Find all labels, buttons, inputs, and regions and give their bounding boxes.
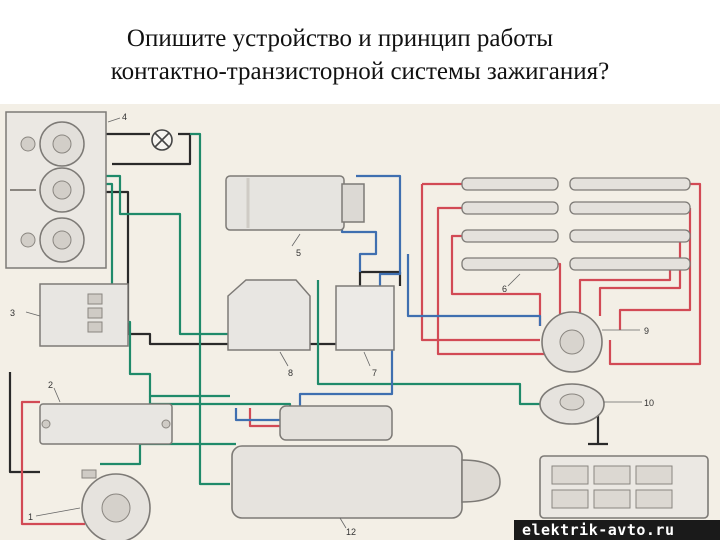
watermark-text: elektrik-avto.ru	[522, 521, 675, 539]
wire-green	[100, 174, 230, 336]
wire-red	[248, 408, 280, 428]
label-9: 9	[644, 326, 649, 336]
title-line-1: Опишите устройство и принцип работы	[126, 25, 554, 52]
wire-green	[190, 132, 230, 486]
wire-red	[436, 206, 556, 356]
gauge-bottom	[20, 217, 85, 263]
wire-red	[608, 182, 702, 366]
ignition-wiring-diagram: 4 3 5 8 7 6 9 10 2 1 12 elektrik-avto.ru	[0, 104, 720, 540]
wire-blue	[406, 254, 542, 326]
generator	[81, 469, 151, 540]
wire-green	[100, 442, 236, 466]
title-line-2: контактно-транзисторной системы зажигани…	[110, 58, 610, 85]
wire-blue	[234, 408, 280, 422]
transistor-switch-module	[227, 279, 311, 351]
label-5: 5	[296, 248, 301, 258]
label-8: 8	[288, 368, 293, 378]
voltage-regulator	[39, 403, 173, 445]
wire-blue	[356, 174, 402, 286]
label-3: 3	[10, 308, 15, 318]
wire-black	[100, 132, 192, 166]
gauge-middle	[10, 167, 85, 213]
label-7: 7	[372, 368, 377, 378]
label-10: 10	[644, 398, 654, 408]
switch-panel	[539, 455, 709, 519]
spark-plugs	[461, 177, 691, 271]
wire-blue	[298, 348, 394, 410]
distributor-breaker	[539, 383, 605, 425]
gauge-top	[20, 121, 85, 167]
wire-red	[450, 234, 542, 326]
label-4: 4	[122, 112, 127, 122]
ignition-switch-block	[39, 283, 129, 347]
instrument-gauges	[5, 111, 107, 269]
label-12: 12	[346, 527, 356, 537]
label-2: 2	[48, 380, 53, 390]
watermark: elektrik-avto.ru	[514, 520, 720, 540]
label-1: 1	[28, 512, 33, 522]
starter-motor	[231, 405, 501, 519]
label-6: 6	[502, 284, 507, 294]
wire-red	[618, 208, 692, 330]
ignition-coil	[225, 175, 365, 231]
wire-black	[8, 372, 40, 474]
additional-resistor-module	[335, 285, 395, 351]
wire-red	[20, 400, 85, 526]
distributor-cap	[541, 311, 603, 373]
warning-lamp-icon	[151, 129, 173, 151]
wire-green	[100, 182, 230, 398]
slide-title: Опишите устройство и принцип работы конт…	[0, 22, 720, 88]
wire-red	[420, 184, 540, 342]
wire-green	[316, 280, 540, 406]
